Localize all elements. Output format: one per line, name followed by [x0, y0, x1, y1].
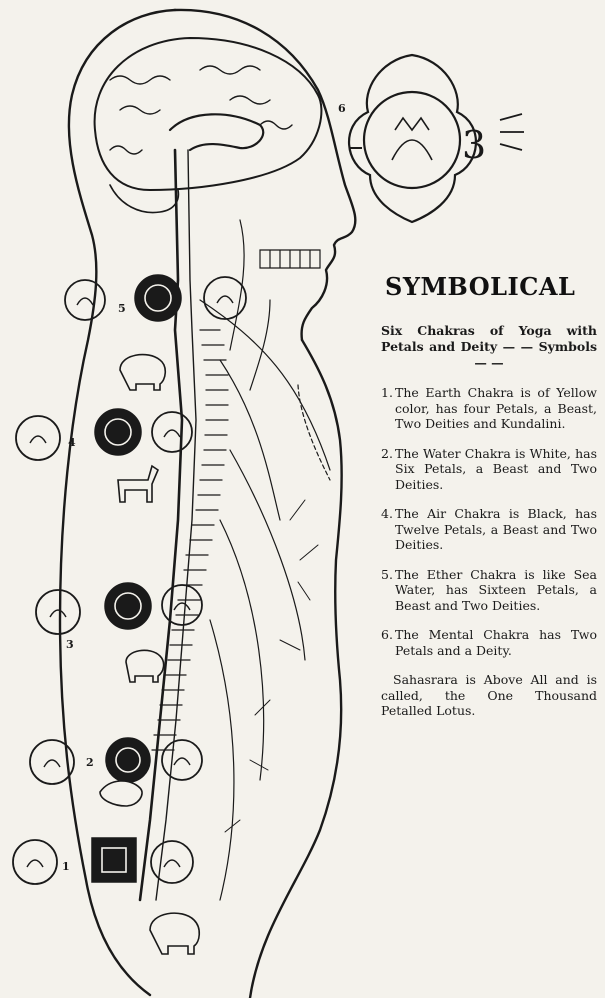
chakra-number-1: 1: [62, 860, 70, 873]
deity-medallion: [13, 840, 57, 884]
om-glyph: 3: [462, 123, 486, 167]
subtitle: Six Chakras of Yoga with Petals and Deit…: [381, 323, 597, 371]
deity-medallion: [162, 740, 202, 780]
chakra-number-2: 2: [86, 756, 94, 769]
list-item: 5.The Ether Chakra is like Sea Water, ha…: [381, 567, 597, 614]
deity-medallion: [65, 280, 105, 320]
deity-medallion: [16, 416, 60, 460]
mental-chakra-symbol: [349, 55, 524, 222]
elephant-beast: [120, 355, 165, 390]
chakra-number-4: 4: [68, 436, 76, 449]
teeth: [260, 250, 320, 268]
chakra-list: 1.The Earth Chakra is of Yellow color, h…: [381, 385, 597, 658]
antelope-beast: [118, 466, 158, 502]
deity-medallion: [36, 590, 80, 634]
list-item: 6.The Mental Chakra has Two Petals and a…: [381, 627, 597, 658]
chakra-number-3: 3: [66, 638, 74, 651]
list-item: 4.The Air Chakra is Black, has Twelve Pe…: [381, 506, 597, 553]
chakra-disc-2: [106, 738, 150, 782]
legend-panel: SYMBOLICAL Six Chakras of Yoga with Peta…: [381, 272, 597, 719]
list-item: 1.The Earth Chakra is of Yellow color, h…: [381, 385, 597, 432]
elephant-beast: [150, 913, 199, 954]
chakra-number-6: 6: [338, 102, 346, 115]
heading: SYMBOLICAL: [385, 272, 597, 301]
deity-medallion: [152, 412, 192, 452]
makara-beast: [100, 781, 142, 806]
chakra-disc-4: [95, 409, 141, 455]
chakra-disc-3: [105, 583, 151, 629]
list-item: 2.The Water Chakra is White, has Six Pet…: [381, 446, 597, 493]
chakra-number-5: 5: [118, 302, 126, 315]
chakra-disc-1: [92, 838, 136, 882]
chakra-disc-5: [135, 275, 181, 321]
deity-medallion: [151, 841, 193, 883]
closing-note: Sahasrara is Above All and is called, th…: [381, 672, 597, 719]
torso-front: [250, 340, 342, 998]
deity-medallion: [162, 585, 202, 625]
ram-beast: [126, 650, 164, 682]
